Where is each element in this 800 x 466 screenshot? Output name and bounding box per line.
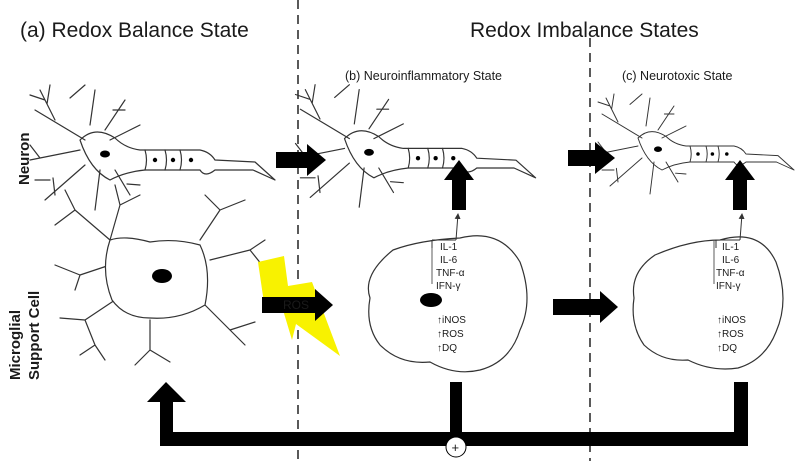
cytokine-b-0: IL-1 <box>440 242 458 253</box>
marker-c-2: ↑DQ <box>717 343 737 354</box>
neuron-inflamed <box>294 84 537 208</box>
cytokine-b-3: IFN-γ <box>436 281 460 292</box>
header-imbalance: Redox Imbalance States <box>470 19 699 42</box>
microglia-activated-b <box>367 213 528 373</box>
microglia-resting <box>54 184 266 366</box>
ros-label: ROS <box>283 298 309 312</box>
marker-b-0: ↑iNOS <box>437 315 466 326</box>
cytokine-b-2: TNF-α <box>436 268 465 279</box>
neuron-healthy <box>29 84 276 211</box>
arrow-neuron-a-to-b <box>276 144 326 176</box>
arrow-microglia-b-to-c <box>553 291 618 323</box>
arrow-ros <box>262 289 333 321</box>
header-balance: (a) Redox Balance State <box>20 19 249 42</box>
cytokine-c-3: IFN-γ <box>716 281 740 292</box>
arrow-up-c <box>725 160 755 210</box>
row-label-microglia-2: Support Cell <box>26 291 43 380</box>
header-neuroinflammatory: (b) Neuroinflammatory State <box>345 69 502 83</box>
marker-b-1: ↑ROS <box>437 329 464 340</box>
marker-b-2: ↑DQ <box>437 343 457 354</box>
feedback-plus: + <box>452 440 460 455</box>
marker-c-0: ↑iNOS <box>717 315 746 326</box>
header-neurotoxic: (c) Neurotoxic State <box>622 69 733 83</box>
neuron-damaged <box>597 93 795 195</box>
cytokine-c-1: IL-6 <box>722 255 740 266</box>
arrow-neuron-b-to-c <box>568 142 615 174</box>
arrow-up-b <box>444 160 474 210</box>
cytokine-c-2: TNF-α <box>716 268 745 279</box>
cytokine-b-1: IL-6 <box>440 255 458 266</box>
cytokine-c-0: IL-1 <box>722 242 740 253</box>
microglia-activated-c <box>632 213 784 370</box>
feedback-plus-circle <box>445 436 467 458</box>
row-label-neuron: Neuron <box>16 133 33 186</box>
feedback-loop <box>147 382 748 446</box>
row-label-microglia-1: Microglial <box>7 310 24 380</box>
marker-c-1: ↑ROS <box>717 329 744 340</box>
